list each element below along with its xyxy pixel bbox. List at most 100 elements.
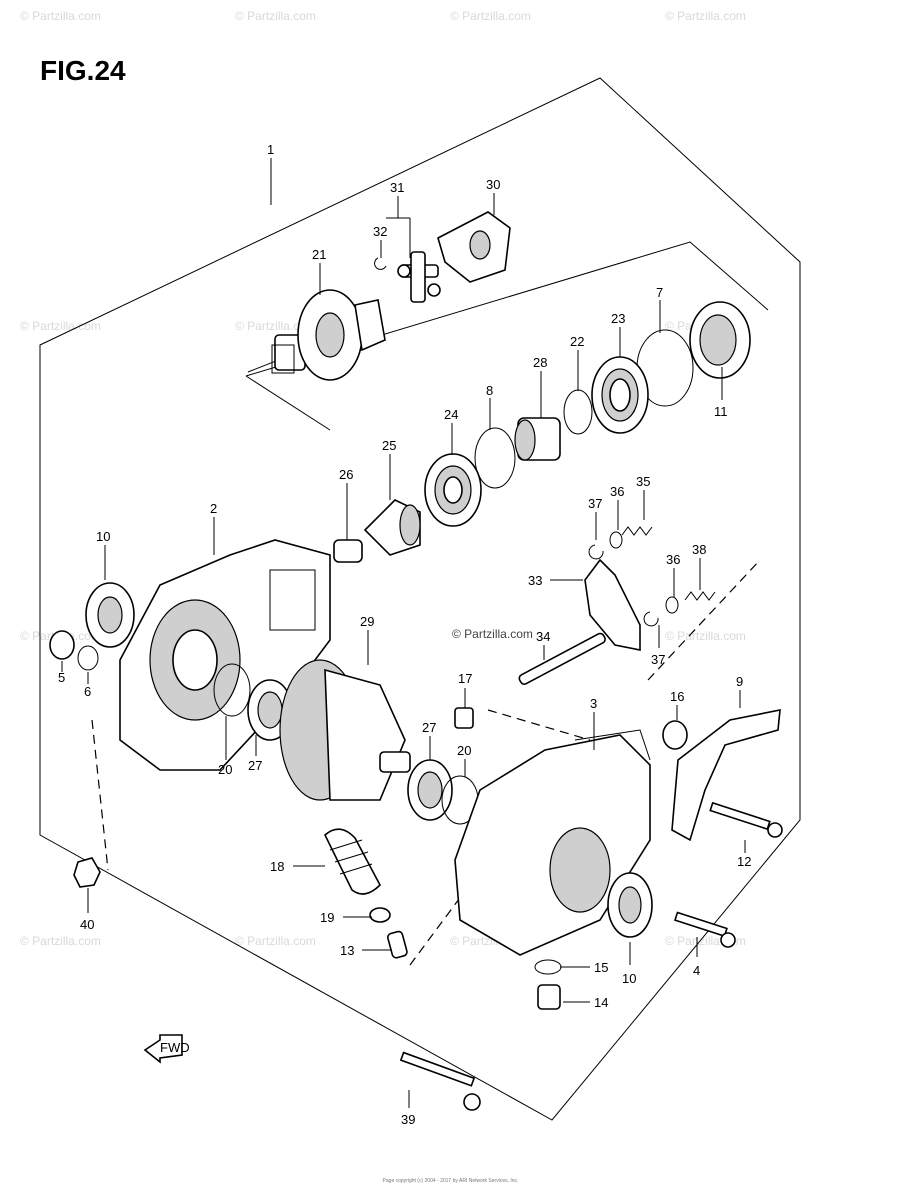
callout-25: 25 <box>382 438 396 453</box>
callout-34: 34 <box>536 629 550 644</box>
part-12-bolt <box>709 801 783 838</box>
part-32-circlip <box>374 257 387 270</box>
callout-6: 6 <box>84 684 91 699</box>
callout-31: 31 <box>390 180 404 195</box>
watermark: © Partzilla.com <box>235 319 316 333</box>
callout-29: 29 <box>360 614 374 629</box>
watermark: © Partzilla.com <box>235 934 316 948</box>
watermark: © Partzilla.com <box>20 9 101 23</box>
callout-36: 36 <box>610 484 624 499</box>
callout-10: 10 <box>96 529 110 544</box>
callout-8: 8 <box>486 383 493 398</box>
callout-13: 13 <box>340 943 354 958</box>
callout-28: 28 <box>533 355 547 370</box>
part-23-bearing <box>591 356 649 434</box>
part-25-pinion-gear <box>363 499 421 556</box>
watermark: © Partzilla.com <box>450 9 531 23</box>
part-20-shim <box>213 663 251 717</box>
callout-32: 32 <box>373 224 387 239</box>
part-36-washer <box>665 596 679 614</box>
guide-line-dashed <box>487 709 591 741</box>
part-2-gear-case <box>119 539 331 771</box>
callout-26: 26 <box>339 467 353 482</box>
part-35-spring <box>621 526 653 536</box>
fwd-arrow-icon: FWD <box>143 1034 190 1064</box>
callout-20: 20 <box>218 762 232 777</box>
part-10-oil-seal <box>85 582 135 648</box>
callout-33: 33 <box>528 573 542 588</box>
callout-15: 15 <box>594 960 608 975</box>
callout-30: 30 <box>486 177 500 192</box>
subassembly-outline <box>245 375 331 431</box>
callout-1: 1 <box>267 142 274 157</box>
callout-2: 2 <box>210 501 217 516</box>
callout-35: 35 <box>636 474 650 489</box>
watermark: © Partzilla.com <box>20 319 101 333</box>
callout-4: 4 <box>693 963 700 978</box>
part-18-boot <box>324 828 381 895</box>
guide-line-dashed <box>647 559 761 681</box>
part-38-spring <box>684 591 716 601</box>
watermark: © Partzilla.com <box>665 629 746 643</box>
callout-19: 19 <box>320 910 334 925</box>
callout-22: 22 <box>570 334 584 349</box>
subassembly-outline <box>245 241 769 377</box>
part-37-clip <box>643 611 659 627</box>
callout-37: 37 <box>588 496 602 511</box>
callout-21: 21 <box>312 247 326 262</box>
part-5-plug <box>49 630 75 660</box>
footer-copyright: Page copyright (c) 2004 - 2017 by ARI Ne… <box>382 1178 519 1184</box>
part-6-gasket <box>77 645 99 671</box>
callout-27: 27 <box>248 758 262 773</box>
callout-14: 14 <box>594 995 608 1010</box>
callout-20: 20 <box>457 743 471 758</box>
part-3-housing <box>454 729 651 956</box>
callout-24: 24 <box>444 407 458 422</box>
part-28-roller-bearing <box>514 417 561 461</box>
part-4-bolt <box>673 911 736 948</box>
callout-27: 27 <box>422 720 436 735</box>
callout-labels: 1 2 3 4 5 6 7 8 9 10 10 11 12 13 14 15 1… <box>58 142 751 1127</box>
part-22-circlip <box>563 389 593 435</box>
callout-12: 12 <box>737 854 751 869</box>
part-26-needle-bearing <box>333 539 363 563</box>
callout-10: 10 <box>622 971 636 986</box>
callout-40: 40 <box>80 917 94 932</box>
part-21-yoke <box>271 289 386 381</box>
part-29-differential <box>279 659 411 801</box>
part-10-oil-seal <box>607 872 653 938</box>
callout-9: 9 <box>736 674 743 689</box>
callout-37: 37 <box>651 652 665 667</box>
leader-lines <box>61 158 746 1108</box>
part-9-bracket <box>671 709 781 842</box>
callout-38: 38 <box>692 542 706 557</box>
part-14-drain-plug <box>537 984 561 1010</box>
figure-title: FIG.24 <box>40 55 126 86</box>
callout-5: 5 <box>58 670 65 685</box>
callout-23: 23 <box>611 311 625 326</box>
part-19-clamp <box>369 907 391 923</box>
watermark: © Partzilla.com <box>235 9 316 23</box>
part-17-bushing <box>454 707 474 729</box>
part-36-washer <box>609 531 623 549</box>
callout-39: 39 <box>401 1112 415 1127</box>
callout-7: 7 <box>656 285 663 300</box>
part-13-pin <box>387 930 408 959</box>
part-40-nut <box>73 857 101 888</box>
callout-17: 17 <box>458 671 472 686</box>
part-31-universal-joint <box>397 251 441 303</box>
part-11-oil-seal <box>689 301 751 379</box>
part-37-clip <box>588 544 604 560</box>
part-33-shift-fork <box>584 558 641 651</box>
partzilla-watermark: © Partzilla.com <box>452 627 533 641</box>
part-8-circlip <box>474 427 516 489</box>
assembly-outline <box>39 77 801 1121</box>
callout-18: 18 <box>270 859 284 874</box>
callout-16: 16 <box>670 689 684 704</box>
part-34-shift-shaft <box>518 632 606 685</box>
part-24-bearing <box>424 453 482 527</box>
part-16-bushing <box>662 720 688 750</box>
guide-line-dashed <box>91 719 109 871</box>
part-39-bolt <box>399 1051 481 1111</box>
